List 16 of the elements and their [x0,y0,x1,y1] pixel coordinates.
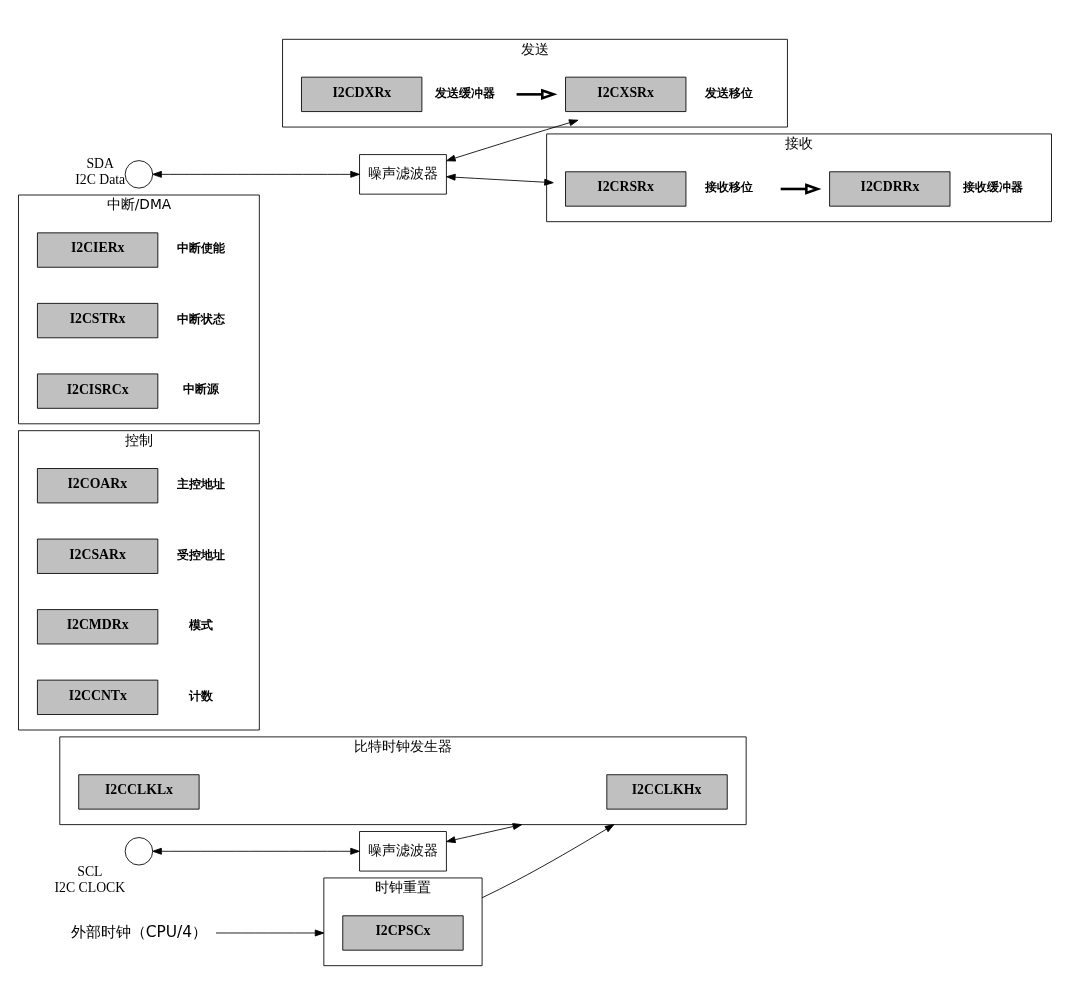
node-label: 接收移位 [704,179,753,194]
node-label: 中断状态 [176,311,225,326]
node-label: SCL [77,863,103,879]
node-label: 发送缓冲器 [434,85,495,100]
node-label: 发送移位 [704,85,753,100]
node-label: I2C CLOCK [54,879,126,895]
node-label: 中断源 [183,381,220,396]
node-label: I2C Data [75,171,126,187]
node-label: SDA [86,155,114,171]
node-label: 模式 [189,617,214,632]
node-label: 中断使能 [176,240,225,255]
node-label: 主控地址 [176,476,225,491]
node-label: 计数 [189,688,214,703]
node-text: 外部时钟（CPU/4） [70,922,208,941]
node-label: 受控地址 [176,547,225,562]
node-label: 接收缓冲器 [962,179,1023,194]
